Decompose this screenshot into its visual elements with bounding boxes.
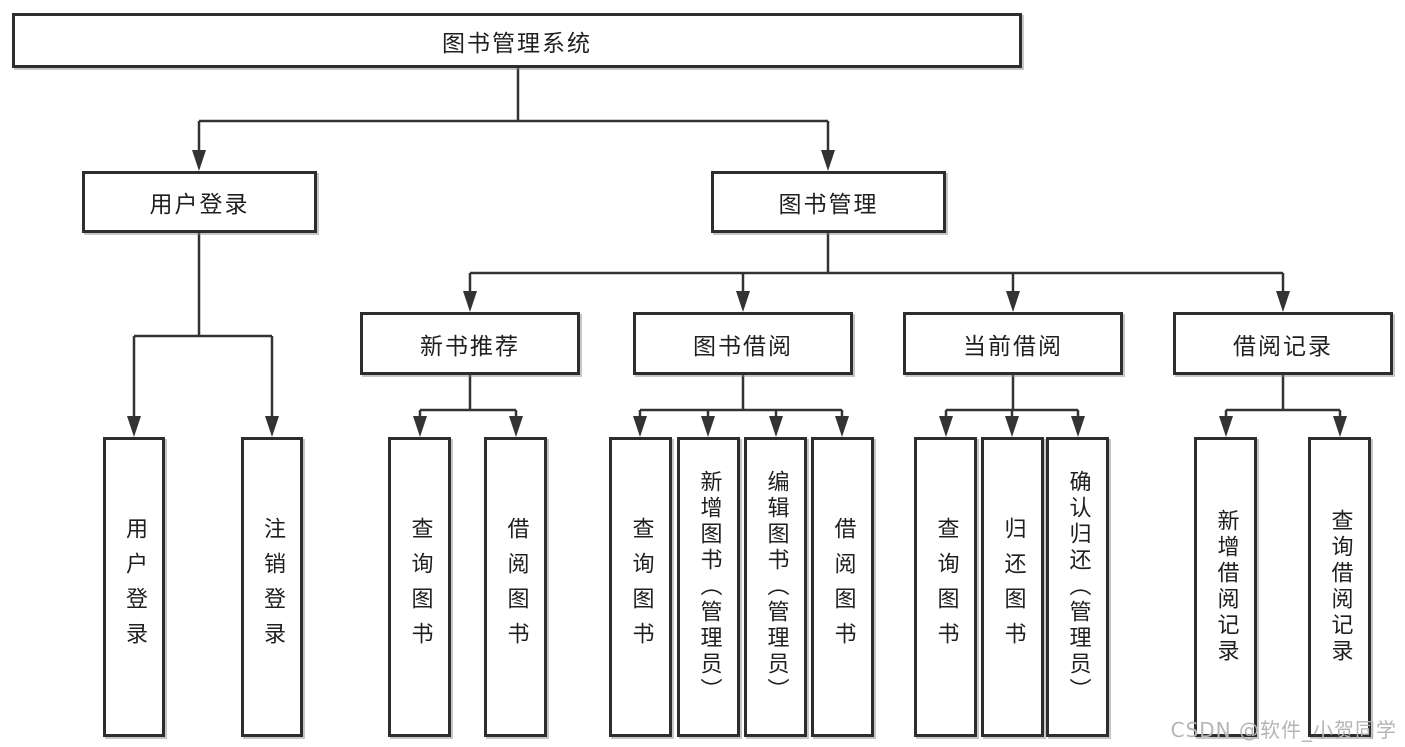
node-leaf-query-borrow-record-label: 查询借阅记录	[1327, 509, 1353, 665]
node-user-login: 用户登录	[82, 171, 317, 233]
connector-userlogin-to-leaves	[132, 233, 274, 418]
node-leaf-add-book-admin-label: 新增图书（管理员）	[696, 470, 722, 704]
node-leaf-logout: 注销登录	[241, 437, 303, 737]
node-leaf-borrow-book-2: 借阅图书	[811, 437, 874, 737]
connector-bookmgmt-to-level3	[468, 233, 1285, 293]
node-leaf-query-book-2: 查询图书	[609, 437, 672, 737]
node-leaf-edit-book-admin: 编辑图书（管理员）	[744, 437, 807, 737]
node-current-borrow: 当前借阅	[903, 312, 1123, 375]
csdn-watermark: CSDN @软件_小贺同学	[1170, 718, 1397, 742]
connector-borrow-to-leaves	[638, 375, 844, 418]
node-leaf-query-book-1-label: 查询图书	[407, 517, 433, 657]
node-current-borrow-label: 当前借阅	[963, 333, 1063, 360]
node-leaf-return-book-label: 归还图书	[1000, 517, 1026, 657]
node-leaf-query-book-3: 查询图书	[914, 437, 977, 737]
node-new-book-recommend-label: 新书推荐	[420, 333, 520, 360]
node-book-borrow: 图书借阅	[633, 312, 853, 375]
connector-root-to-level1	[197, 68, 830, 152]
node-leaf-add-borrow-record: 新增借阅记录	[1194, 437, 1257, 737]
node-new-book-recommend: 新书推荐	[360, 312, 580, 375]
node-leaf-user-login-label: 用户登录	[122, 517, 147, 657]
node-library-system-label: 图书管理系统	[442, 30, 592, 57]
node-leaf-confirm-return-admin-label: 确认归还（管理员）	[1065, 470, 1091, 704]
node-leaf-logout-label: 注销登录	[260, 517, 285, 657]
node-leaf-borrow-book-1: 借阅图书	[484, 437, 547, 737]
connector-record-to-leaves	[1224, 375, 1342, 418]
node-leaf-add-borrow-record-label: 新增借阅记录	[1213, 509, 1239, 665]
node-borrow-record: 借阅记录	[1173, 312, 1393, 375]
node-book-borrow-label: 图书借阅	[693, 333, 793, 360]
node-leaf-return-book: 归还图书	[981, 437, 1044, 737]
node-leaf-borrow-book-2-label: 借阅图书	[830, 517, 856, 657]
connector-newbook-to-leaves	[418, 375, 518, 418]
node-leaf-add-book-admin: 新增图书（管理员）	[677, 437, 740, 737]
node-leaf-user-login: 用户登录	[103, 437, 165, 737]
node-book-management: 图书管理	[711, 171, 946, 233]
node-borrow-record-label: 借阅记录	[1233, 333, 1333, 360]
node-leaf-confirm-return-admin: 确认归还（管理员）	[1046, 437, 1109, 737]
node-leaf-query-borrow-record: 查询借阅记录	[1308, 437, 1371, 737]
node-user-login-label: 用户登录	[149, 192, 250, 218]
node-leaf-edit-book-admin-label: 编辑图书（管理员）	[763, 470, 789, 704]
connector-current-to-leaves	[944, 375, 1080, 418]
node-library-system: 图书管理系统	[12, 13, 1022, 68]
node-leaf-query-book-3-label: 查询图书	[933, 517, 959, 657]
node-leaf-query-book-1: 查询图书	[388, 437, 451, 737]
node-leaf-borrow-book-1-label: 借阅图书	[503, 517, 529, 657]
node-book-management-label: 图书管理	[778, 192, 879, 218]
node-leaf-query-book-2-label: 查询图书	[628, 517, 654, 657]
